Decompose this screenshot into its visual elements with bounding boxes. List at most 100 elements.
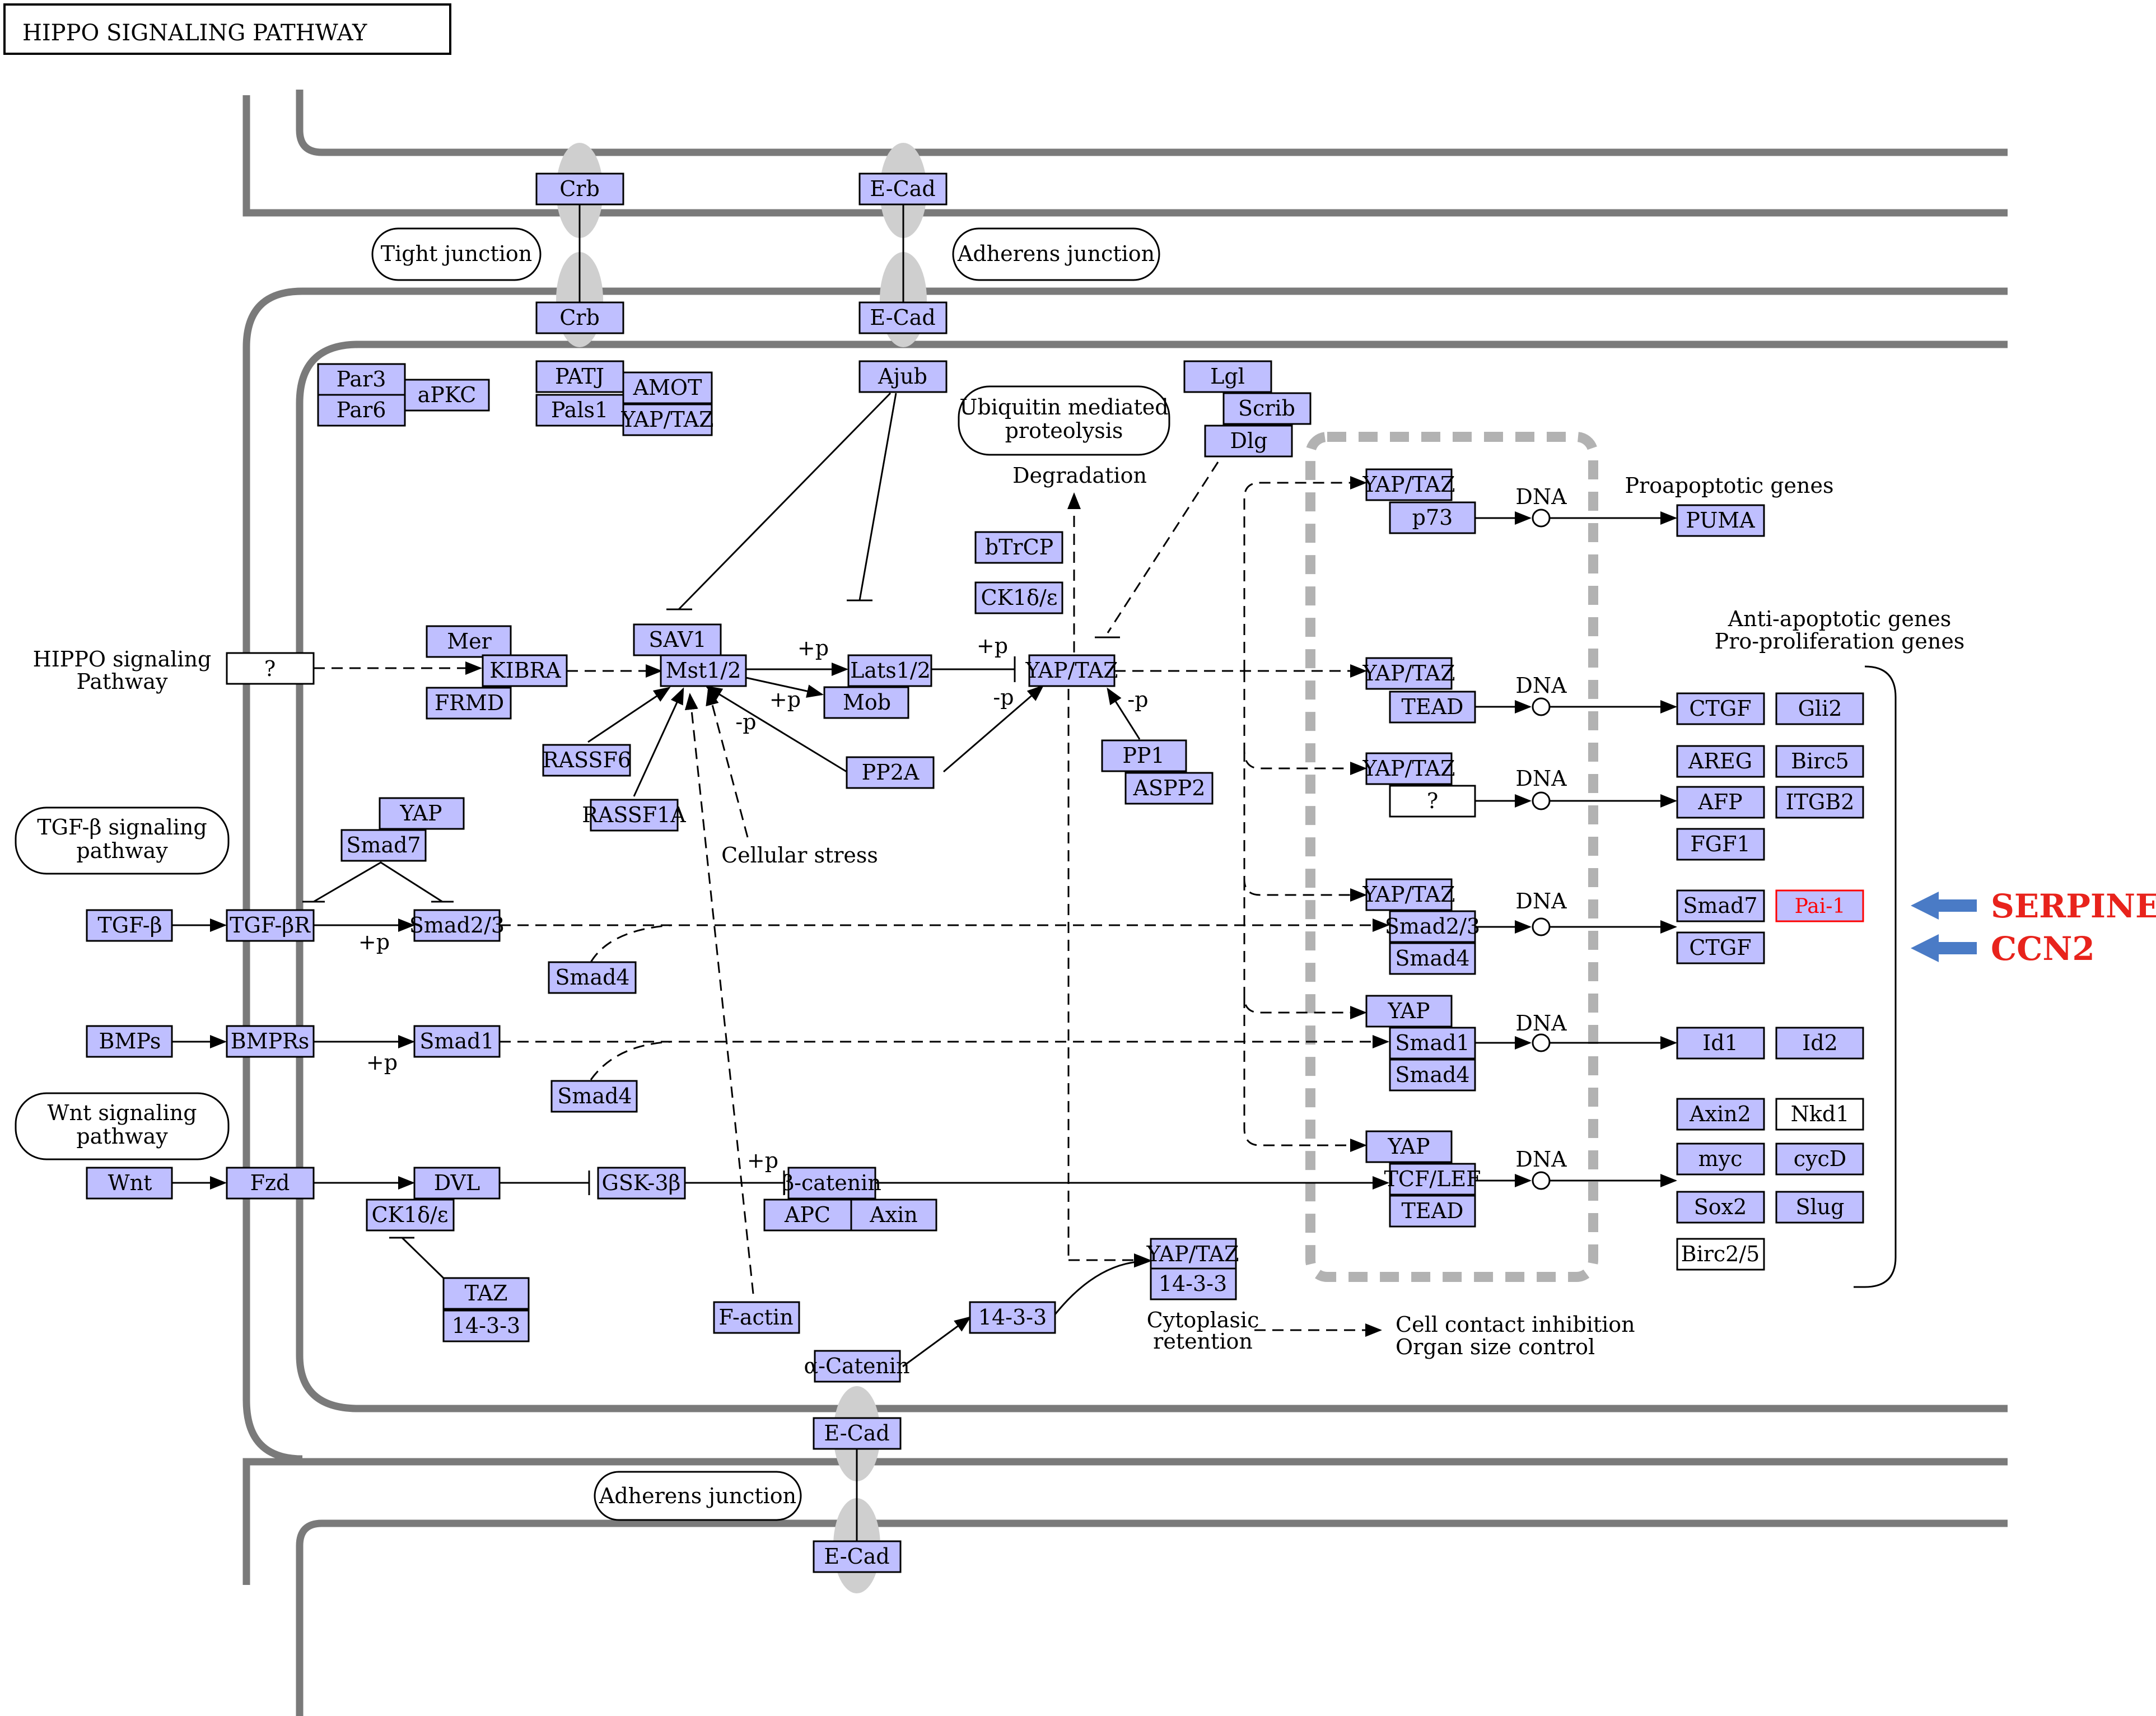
gene-box-fgf1[interactable]: FGF1 — [1676, 828, 1765, 861]
gene-box-ctgf[interactable]: CTGF — [1676, 692, 1765, 725]
gene-box-yaptaz[interactable]: YAP/TAZ — [1362, 657, 1455, 690]
gene-box-ck1de[interactable]: CK1δ/ε — [366, 1199, 455, 1232]
svg-text:Pai-1: Pai-1 — [1795, 895, 1846, 918]
gene-box-smad4[interactable]: Smad4 — [550, 1080, 638, 1113]
gene-box-bmps[interactable]: BMPs — [86, 1025, 173, 1058]
gene-box-frmd[interactable]: FRMD — [426, 687, 512, 720]
gene-box-factin[interactable]: F-actin — [713, 1301, 800, 1334]
gene-box-bcatenin[interactable]: β-catenin — [782, 1167, 881, 1200]
gene-box-acatenin[interactable]: α-Catenin — [804, 1350, 910, 1383]
gene-box-apc[interactable]: APC — [763, 1199, 852, 1232]
gene-box-yaptaz[interactable]: YAP/TAZ — [620, 403, 714, 436]
gene-box-smad4[interactable]: Smad4 — [1389, 1058, 1476, 1092]
gene-box-mob[interactable]: Mob — [823, 686, 909, 719]
gene-box-sav1[interactable]: SAV1 — [633, 623, 722, 656]
gene-box-taz[interactable]: TAZ — [442, 1277, 530, 1310]
gene-box-myc[interactable]: myc — [1676, 1143, 1765, 1176]
gene-box-pp2a[interactable]: PP2A — [846, 756, 935, 789]
gene-box-yap[interactable]: YAP — [1365, 995, 1453, 1028]
gene-box-pp1[interactable]: PP1 — [1101, 739, 1187, 772]
gene-box-patj[interactable]: PATJ — [535, 360, 624, 393]
gene-box-gsk3b[interactable]: GSK-3β — [597, 1167, 686, 1200]
gene-box-bmprs[interactable]: BMPRs — [226, 1025, 315, 1058]
gene-box-smad4[interactable]: Smad4 — [1389, 942, 1476, 975]
gene-box-puma[interactable]: PUMA — [1676, 504, 1765, 537]
gene-box-cycd[interactable]: cycD — [1775, 1143, 1864, 1176]
gene-box-tcflef[interactable]: TCF/LEF — [1384, 1163, 1481, 1196]
gene-box-rassf1a[interactable]: RASSF1A — [582, 799, 686, 832]
gene-box-pals1[interactable]: Pals1 — [535, 394, 624, 427]
gene-box-itgb2[interactable]: ITGB2 — [1775, 786, 1864, 819]
nucleus-region — [1305, 432, 1598, 1282]
gene-box-mer[interactable]: Mer — [426, 625, 512, 658]
svg-text:DNA: DNA — [1515, 1147, 1567, 1172]
gene-box-unknown[interactable]: ? — [1389, 785, 1476, 818]
gene-box-smad4[interactable]: Smad4 — [548, 961, 637, 994]
gene-box-ecad[interactable]: E-Cad — [813, 1417, 902, 1450]
svg-text:Pals1: Pals1 — [551, 398, 608, 422]
gene-box-smad7[interactable]: Smad7 — [340, 829, 427, 862]
gene-box-aspp2[interactable]: ASPP2 — [1124, 772, 1214, 805]
gene-box-hippo-unknown[interactable]: ? — [226, 652, 315, 685]
gene-box-dvl[interactable]: DVL — [413, 1167, 501, 1200]
gene-box-yaptaz[interactable]: YAP/TAZ — [1362, 878, 1455, 911]
gene-box-p73[interactable]: p73 — [1389, 501, 1476, 534]
gene-box-yaptaz[interactable]: YAP/TAZ — [1362, 752, 1455, 785]
gene-box-yaptaz[interactable]: YAP/TAZ — [1025, 654, 1118, 687]
gene-box-smad23[interactable]: Smad2/3 — [409, 909, 505, 942]
gene-box-14-3-3[interactable]: 14-3-3 — [1150, 1267, 1237, 1300]
gene-box-ajub[interactable]: Ajub — [858, 360, 948, 393]
gene-box-axin2[interactable]: Axin2 — [1676, 1098, 1765, 1131]
gene-box-yap[interactable]: YAP — [1365, 1130, 1453, 1163]
gene-box-smad1[interactable]: Smad1 — [413, 1025, 501, 1058]
gene-box-axin[interactable]: Axin — [850, 1199, 937, 1232]
svg-text:Anti-apoptotic genes: Anti-apoptotic genes — [1728, 607, 1952, 631]
gene-box-yap[interactable]: YAP — [379, 797, 465, 830]
gene-box-afp[interactable]: AFP — [1676, 786, 1765, 819]
gene-box-wnt[interactable]: Wnt — [86, 1167, 173, 1200]
gene-box-smad7[interactable]: Smad7 — [1676, 889, 1765, 922]
gene-box-birc5[interactable]: Birc5 — [1775, 745, 1864, 778]
gene-box-mst12[interactable]: Mst1/2 — [660, 654, 747, 687]
gene-box-yaptaz[interactable]: YAP/TAZ — [1362, 468, 1455, 501]
gene-box-amot[interactable]: AMOT — [622, 371, 713, 404]
gene-box-apkc[interactable]: aPKC — [404, 379, 490, 412]
gene-box-ecad[interactable]: E-Cad — [858, 301, 948, 334]
gene-box-fzd[interactable]: Fzd — [226, 1167, 315, 1200]
gene-box-kibra[interactable]: KIBRA — [482, 654, 568, 687]
gene-box-yaptaz[interactable]: YAP/TAZ — [1146, 1238, 1239, 1271]
gene-box-lgl[interactable]: Lgl — [1183, 360, 1272, 393]
gene-box-smad23[interactable]: Smad2/3 — [1385, 910, 1480, 943]
gene-box-par3[interactable]: Par3 — [317, 363, 406, 396]
gene-box-ecad[interactable]: E-Cad — [858, 172, 948, 206]
gene-box-id2[interactable]: Id2 — [1775, 1027, 1864, 1060]
gene-box-birc25[interactable]: Birc2/5 — [1676, 1238, 1765, 1271]
gene-box-ctgf[interactable]: CTGF — [1676, 931, 1765, 964]
gene-box-tead[interactable]: TEAD — [1389, 1195, 1476, 1228]
gene-box-btrcp[interactable]: bTrCP — [974, 531, 1063, 564]
gene-box-rassf6[interactable]: RASSF6 — [542, 744, 631, 777]
gene-box-pai1[interactable]: Pai-1 — [1775, 889, 1864, 922]
gene-box-smad1[interactable]: Smad1 — [1389, 1027, 1476, 1060]
gene-box-ck1de[interactable]: CK1δ/ε — [974, 581, 1063, 614]
svg-text:PP2A: PP2A — [862, 760, 920, 785]
gene-box-slug[interactable]: Slug — [1775, 1191, 1864, 1224]
gene-box-sox2[interactable]: Sox2 — [1676, 1191, 1765, 1224]
gene-box-14-3-3[interactable]: 14-3-3 — [969, 1301, 1056, 1334]
gene-box-gli2[interactable]: Gli2 — [1775, 692, 1864, 725]
gene-box-par6[interactable]: Par6 — [317, 394, 406, 427]
gene-box-tgfb[interactable]: TGF-β — [86, 909, 173, 942]
svg-text:+p: +p — [358, 930, 390, 954]
gene-box-ecad[interactable]: E-Cad — [813, 1540, 902, 1573]
gene-box-scrib[interactable]: Scrib — [1222, 392, 1312, 425]
gene-box-crb[interactable]: Crb — [535, 301, 624, 334]
gene-box-tead[interactable]: TEAD — [1389, 691, 1476, 724]
gene-box-areg[interactable]: AREG — [1676, 745, 1765, 778]
gene-box-nkd1[interactable]: Nkd1 — [1775, 1098, 1864, 1131]
gene-box-dlg[interactable]: Dlg — [1204, 425, 1293, 458]
gene-box-tgfbr[interactable]: TGF-βR — [226, 909, 315, 942]
gene-box-lats12[interactable]: Lats1/2 — [847, 654, 932, 687]
gene-box-id1[interactable]: Id1 — [1676, 1027, 1765, 1060]
gene-box-crb[interactable]: Crb — [535, 172, 624, 206]
gene-box-14-3-3[interactable]: 14-3-3 — [442, 1309, 530, 1342]
